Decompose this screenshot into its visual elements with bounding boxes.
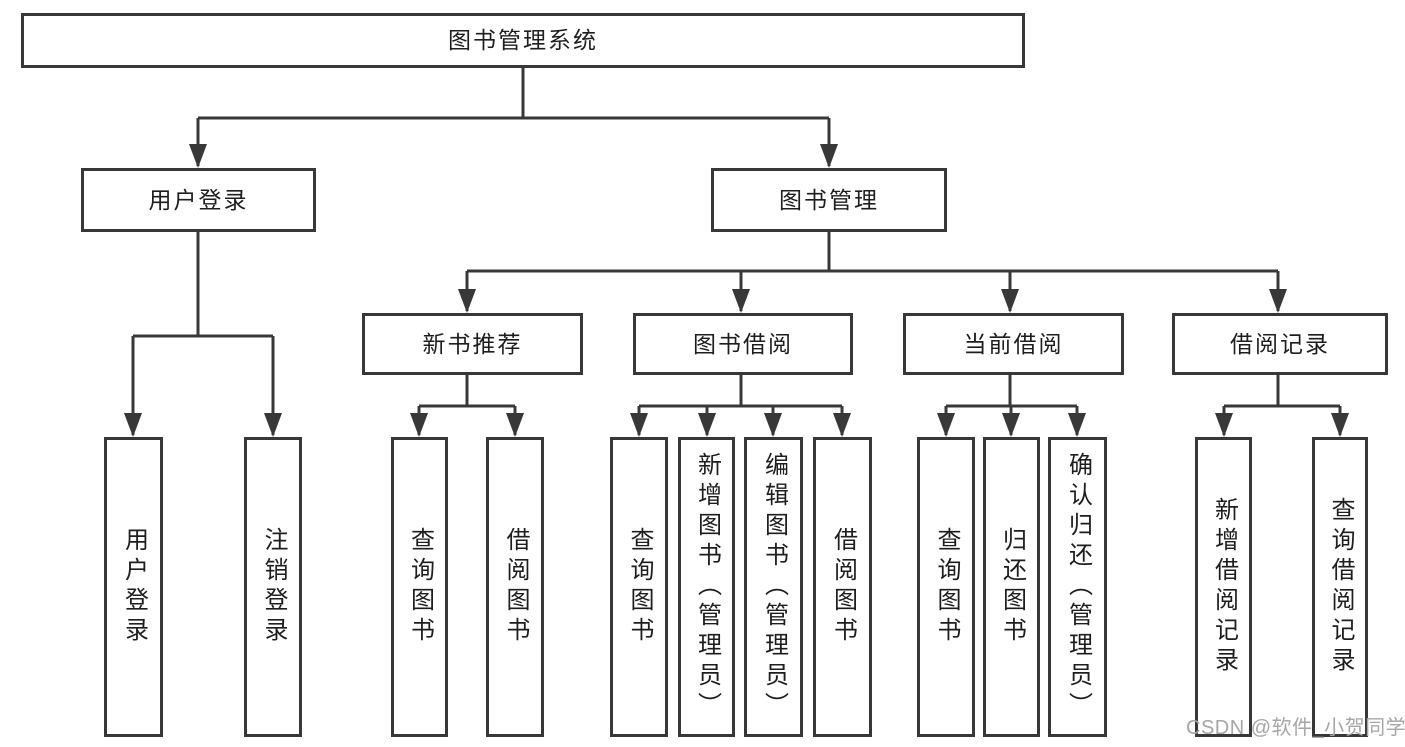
node-borrowing-records: 借阅记录 (1172, 313, 1388, 375)
leaf-query-books-borrow: 查询图书 (610, 437, 668, 737)
leaf-query-books-current: 查询图书 (917, 437, 975, 737)
leaf-add-books-admin: 新增图书（管理员） (678, 437, 735, 737)
csdn-watermark: CSDN @软件_小贺同学 (1186, 717, 1405, 739)
node-new-book-recommend: 新书推荐 (362, 313, 583, 375)
leaf-borrow-books-recommend: 借阅图书 (486, 437, 544, 737)
leaf-edit-books-admin: 编辑图书（管理员） (744, 437, 803, 737)
leaf-query-books-recommend: 查询图书 (391, 437, 448, 737)
leaf-query-borrow-record: 查询借阅记录 (1312, 437, 1368, 737)
leaf-user-login: 用户登录 (104, 437, 163, 737)
node-book-management: 图书管理 (711, 168, 947, 232)
node-library-management-system: 图书管理系统 (21, 13, 1025, 68)
arrowheads (124, 144, 1349, 437)
node-book-borrowing: 图书借阅 (633, 313, 853, 375)
leaf-add-borrow-record: 新增借阅记录 (1195, 437, 1252, 737)
leaf-confirm-return-admin: 确认归还（管理员） (1048, 437, 1107, 737)
leaf-borrow-books: 借阅图书 (813, 437, 872, 737)
leaf-return-books: 归还图书 (983, 437, 1040, 737)
node-current-borrowing: 当前借阅 (903, 313, 1124, 375)
tree-edges (131, 68, 1342, 435)
node-user-login: 用户登录 (81, 168, 316, 232)
leaf-logout: 注销登录 (244, 437, 302, 737)
